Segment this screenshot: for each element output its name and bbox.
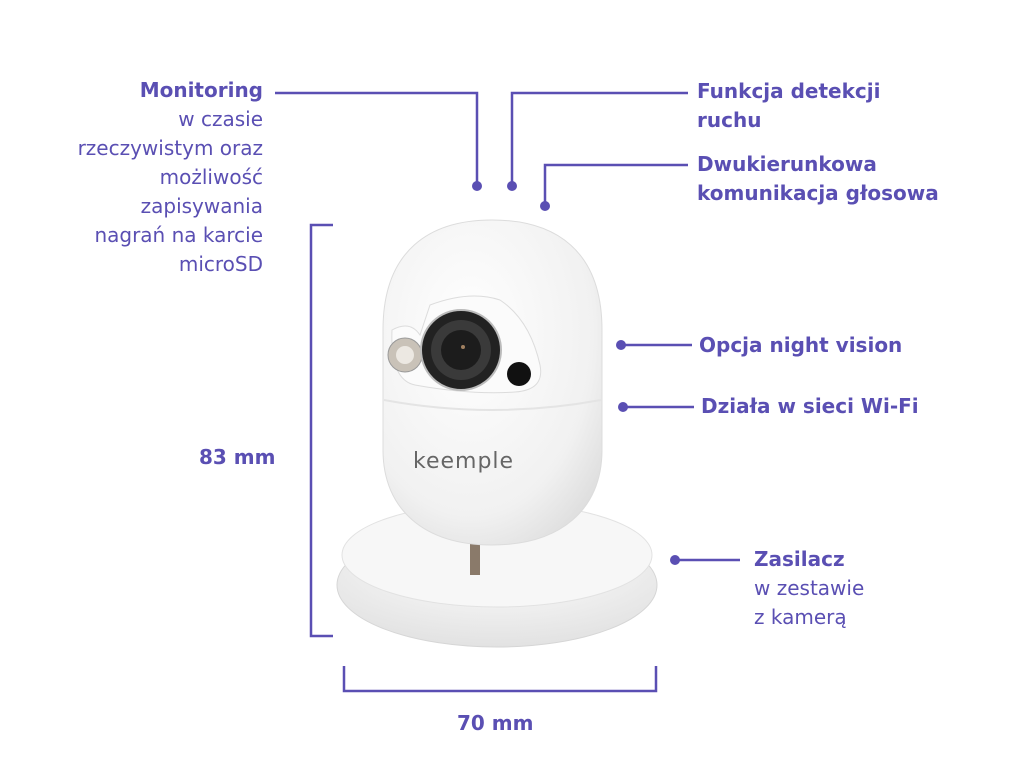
camera-illustration [336,219,658,648]
feature-wifi: Działa w sieci Wi-Fi [701,394,919,418]
width-dimension: 70 mm [457,711,534,735]
callout-lines [275,91,740,693]
brand-logo: keemple [413,449,515,474]
callout-dots [472,181,680,565]
feature-power-supply: Zasilacz w zestawie z kamerą [754,545,864,632]
feature-two-way-audio: Dwukierunkowa komunikacja głosowa [697,150,939,208]
feature-text: w zestawie [754,576,865,600]
height-dimension: 83 mm [199,445,276,469]
feature-text: nagrań na karcie [94,223,263,247]
feature-text: w czasie [178,107,263,131]
feature-monitoring: Monitoring w czasie rzeczywistym oraz mo… [78,76,263,279]
feature-title: Monitoring [139,78,263,102]
feature-text: z kamerą [754,605,847,629]
feature-text: komunikacja głosowa [697,181,939,205]
feature-text: ruchu [697,108,762,132]
feature-text: możliwość [159,165,263,189]
feature-text: Funkcja detekcji [697,79,881,103]
feature-night-vision: Opcja night vision [699,333,903,357]
feature-text: zapisywania [140,194,263,218]
feature-text: Dwukierunkowa [697,152,877,176]
feature-text: microSD [178,252,263,276]
feature-motion-detection: Funkcja detekcji ruchu [697,77,881,135]
feature-text: rzeczywistym oraz [77,136,263,160]
feature-title: Zasilacz [754,547,845,571]
